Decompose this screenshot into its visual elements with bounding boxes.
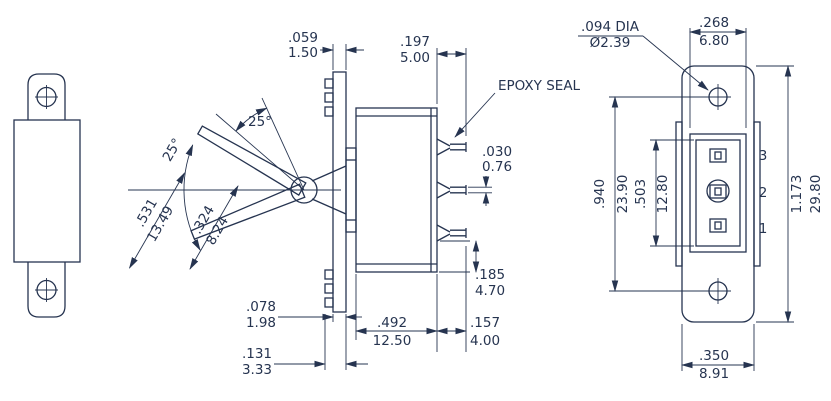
dim-recess-width-mm: 6.80 — [699, 33, 729, 49]
rear-view: 3 2 1 .268 6.80 .094 DIA Ø2.39 .940 23.9… — [578, 15, 824, 382]
dim-hole-spacing-mm: 23.90 — [615, 175, 631, 214]
terminal-1 — [709, 218, 727, 233]
epoxy-seal-label: EPOXY SEAL — [498, 78, 581, 94]
dim-terminal-length-mm: 5.00 — [400, 50, 430, 66]
dim-body-width-in: .350 — [699, 348, 729, 364]
dim-terminal-length-in: .197 — [400, 34, 430, 50]
dim-tab-thickness-in: .078 — [246, 299, 276, 315]
dim-terminal-thickness-in: .030 — [482, 144, 512, 160]
angle-swing-label: 25° — [160, 136, 186, 165]
dim-terminal-stub-mm: 4.00 — [470, 333, 500, 349]
front-view-toggle: 25° 25° .531 13.49 .324 8.24 — [128, 30, 581, 378]
terminal-recess-inner — [695, 139, 741, 247]
dim-bracket-thickness-in: .059 — [288, 30, 318, 46]
dim-bracket-total-in: .131 — [242, 346, 272, 362]
dim-hole-dia-mm: Ø2.39 — [590, 35, 631, 51]
dim-terminal-stub-in: .157 — [470, 315, 500, 331]
toggle-lever-down-position — [196, 125, 307, 196]
switch-body — [355, 107, 438, 273]
dim-hole-dia-in: .094 DIA — [581, 19, 640, 35]
dim-bracket-total-mm: 3.33 — [242, 362, 272, 378]
terminal-pins — [436, 138, 467, 242]
dim-body-width-mm: 8.91 — [699, 366, 729, 382]
terminal-label-2: 2 — [759, 185, 768, 201]
dim-bracket-thickness-mm: 1.50 — [288, 45, 318, 61]
dim-recess-width-in: .268 — [699, 15, 729, 31]
dim-terminal-thickness-mm: 0.76 — [482, 159, 512, 175]
dim-terminal-offset-in: .185 — [475, 267, 505, 283]
dim-body-depth-in: .492 — [377, 315, 407, 331]
switch-body-profile — [13, 119, 81, 263]
terminal-recess-outer — [689, 133, 747, 253]
terminal-2 — [709, 184, 727, 199]
dim-body-depth-mm: 12.50 — [373, 333, 412, 349]
terminal-label-1: 1 — [759, 221, 768, 237]
contact-ball — [706, 179, 730, 203]
dim-overall-height-in: 1.173 — [789, 175, 805, 214]
terminal-label-3: 3 — [759, 148, 768, 164]
mounting-bracket — [324, 71, 357, 313]
side-profile-view — [13, 73, 81, 318]
dim-recess-height-mm: 12.80 — [655, 175, 671, 214]
dim-terminal-offset-mm: 4.70 — [475, 283, 505, 299]
angle-upper-label: 25° — [248, 114, 272, 130]
epoxy-seal-leader — [454, 92, 496, 138]
terminal-3 — [709, 148, 727, 163]
dim-overall-height-mm: 29.80 — [808, 175, 824, 214]
dim-hole-spacing-in: .940 — [592, 179, 608, 209]
dim-tab-thickness-mm: 1.98 — [246, 315, 276, 331]
dim-recess-height-in: .503 — [633, 179, 649, 209]
angle-arc — [235, 107, 268, 132]
hole-dia-leader — [642, 35, 709, 91]
pivot-circle — [290, 176, 318, 204]
